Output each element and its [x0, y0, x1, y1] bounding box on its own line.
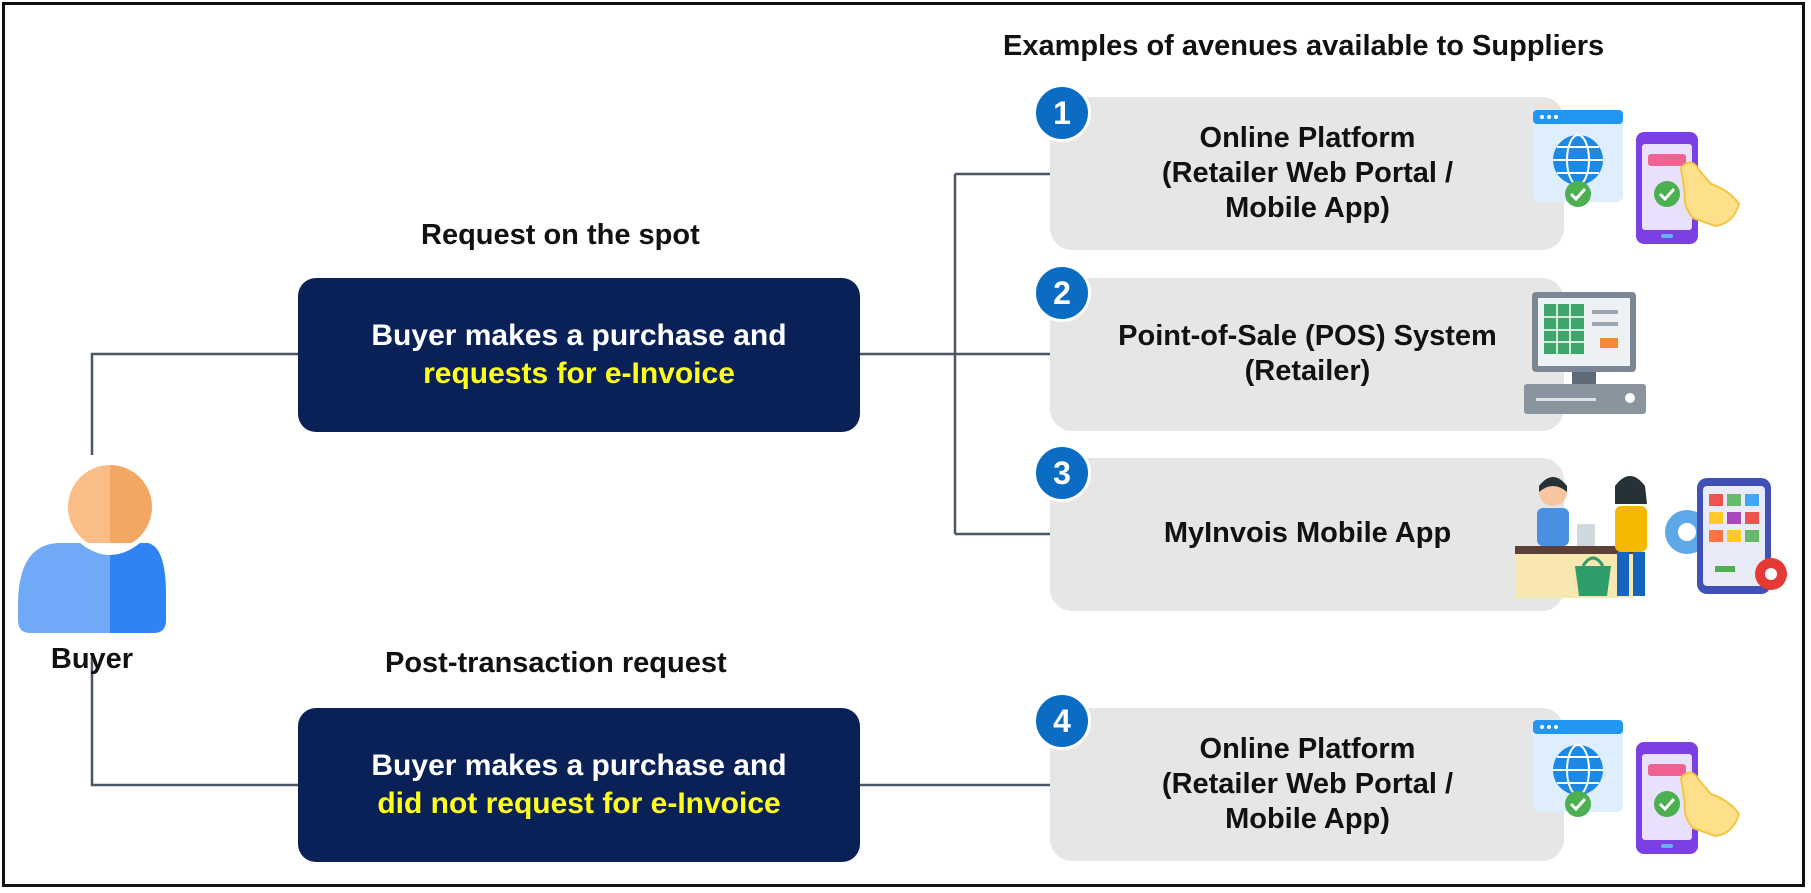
flow-box-post-transaction: Buyer makes a purchase and did not reque…: [298, 708, 860, 862]
avenue-4-line3: Mobile App): [1225, 803, 1390, 835]
avenue-card-1: [1050, 97, 1564, 250]
avenue-card-4: [1050, 708, 1564, 861]
avenue-card-2: [1050, 278, 1564, 431]
flow-box-line1: Buyer makes a purchase and: [371, 749, 787, 782]
avenue-2-line1: Point-of-Sale (POS) System: [1118, 320, 1497, 352]
buyer-person-icon: [18, 465, 166, 633]
shop-and-tablet-icon: [1515, 476, 1787, 598]
avenue-4-badge: 4: [1033, 692, 1091, 750]
flow-box-on-spot: Buyer makes a purchase and requests for …: [298, 278, 860, 432]
avenue-1-line1: Online Platform: [1199, 122, 1416, 154]
buyer-to-bottom-flow-line: [90, 657, 300, 787]
avenue-4-text: Online Platform (Retailer Web Portal / M…: [1050, 732, 1565, 837]
buyer-label: Buyer: [50, 643, 134, 675]
avenue-2-text: Point-of-Sale (POS) System (Retailer): [1050, 319, 1565, 389]
flow-heading-on-spot: Request on the spot: [421, 219, 700, 251]
avenue-1-text: Online Platform (Retailer Web Portal / M…: [1050, 121, 1565, 226]
avenue-2-line2: (Retailer): [1244, 355, 1371, 387]
avenue-4-line2: (Retailer Web Portal /: [1161, 768, 1454, 800]
flow-box-highlight: did not request for e-Invoice: [377, 787, 781, 820]
pos-terminal-icon: [1524, 292, 1646, 414]
avenue-3-line1: MyInvois Mobile App: [1163, 517, 1452, 549]
avenue-4-line1: Online Platform: [1199, 733, 1416, 765]
avenue-3-text: MyInvois Mobile App: [1050, 516, 1565, 551]
avenue-1-line2: (Retailer Web Portal /: [1161, 157, 1454, 189]
flow-box-line1: Buyer makes a purchase and: [371, 319, 787, 352]
web-portal-mobile-icon: [1533, 110, 1741, 244]
avenue-1-line3: Mobile App): [1225, 192, 1390, 224]
avenue-2-badge: 2: [1033, 264, 1091, 322]
buyer-to-top-flow-line: [90, 352, 300, 455]
flow-heading-post-transaction: Post-transaction request: [385, 647, 727, 679]
avenue-1-badge: 1: [1033, 84, 1091, 142]
avenues-title: Examples of avenues available to Supplie…: [1003, 30, 1605, 62]
avenue-card-3: [1050, 458, 1564, 611]
avenue-3-badge: 3: [1033, 444, 1091, 502]
flow-box-highlight: requests for e-Invoice: [423, 357, 735, 390]
web-portal-mobile-icon: [1533, 720, 1741, 854]
